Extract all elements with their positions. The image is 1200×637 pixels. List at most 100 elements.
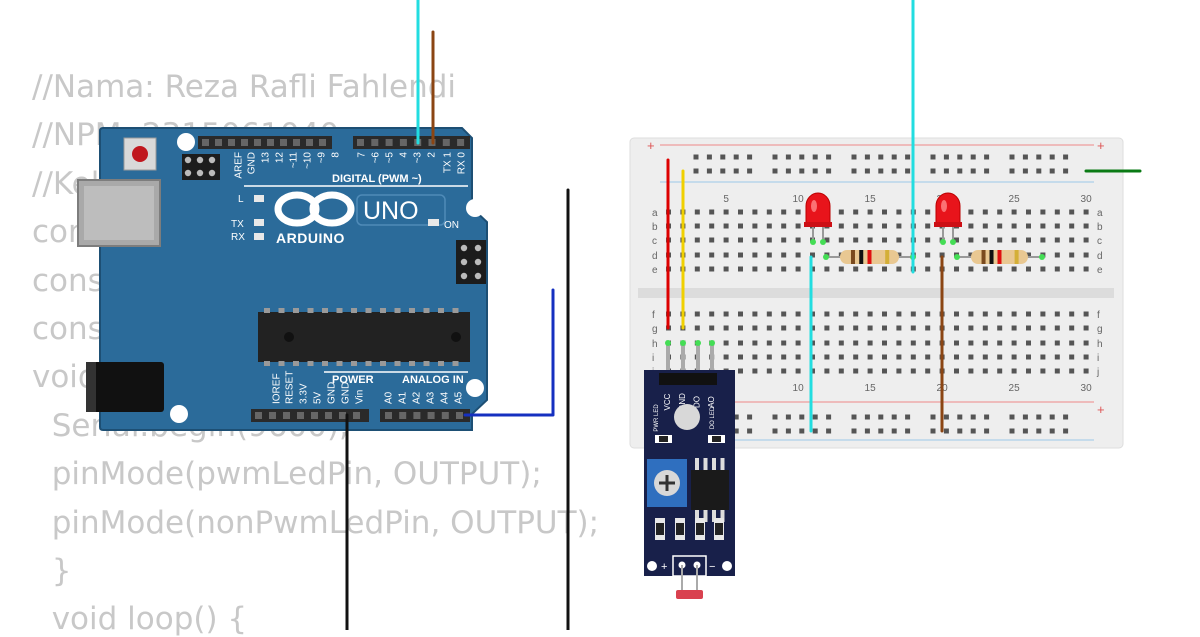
- terminal-hole: [954, 354, 959, 360]
- icsp-header-mcu: [456, 240, 486, 284]
- terminal-hole: [867, 354, 873, 360]
- header-pin: [280, 139, 287, 146]
- power-pin-label: IOREF: [272, 373, 283, 404]
- header-pin: [339, 412, 346, 419]
- row-letter: e: [1097, 265, 1103, 276]
- mounting-hole: [177, 133, 195, 151]
- column-number: 30: [1081, 194, 1093, 205]
- terminal-hole: [925, 209, 931, 215]
- chip-pin: [703, 458, 708, 470]
- terminal-hole: [925, 340, 931, 346]
- terminal-hole: [997, 368, 1003, 374]
- terminal-hole: [968, 237, 974, 243]
- resistor-pin-marker: [1039, 254, 1045, 260]
- terminal-hole: [1026, 237, 1031, 243]
- rail-hole: [1036, 414, 1042, 420]
- terminal-hole: [795, 266, 801, 272]
- terminal-hole: [781, 237, 787, 243]
- terminal-hole: [781, 209, 787, 215]
- terminal-hole: [910, 340, 916, 346]
- terminal-hole: [694, 209, 700, 215]
- terminal-hole: [882, 223, 887, 229]
- comparator-chip: [691, 470, 729, 510]
- terminal-hole: [723, 209, 729, 215]
- terminal-hole: [1083, 266, 1089, 272]
- terminal-hole: [1054, 266, 1060, 272]
- rail-hole: [812, 154, 818, 160]
- analog-pin-label: A1: [398, 391, 409, 404]
- smd-component-core: [659, 436, 668, 442]
- terminal-hole: [1026, 223, 1031, 229]
- chip-pin: [322, 308, 328, 313]
- header-pin: [269, 412, 276, 419]
- terminal-hole: [766, 266, 772, 272]
- terminal-hole: [738, 266, 743, 272]
- rail-hole: [970, 168, 976, 174]
- header-pin: [427, 412, 435, 419]
- module-pin-marker: [695, 340, 701, 346]
- terminal-hole: [910, 311, 916, 317]
- terminal-hole: [694, 325, 700, 331]
- terminal-hole: [853, 354, 859, 360]
- terminal-hole: [853, 223, 859, 229]
- terminal-hole: [766, 237, 772, 243]
- header-pin: [319, 139, 326, 146]
- terminal-hole: [824, 325, 830, 331]
- rail-hole: [747, 154, 753, 160]
- chip-pin: [365, 308, 372, 313]
- header-pin: [283, 412, 290, 419]
- module-pin-label: DO: [693, 396, 702, 408]
- terminal-hole: [723, 325, 729, 331]
- chip-pin: [336, 308, 343, 313]
- terminal-hole: [795, 209, 801, 215]
- terminal-hole: [896, 368, 902, 374]
- column-number: 25: [1009, 194, 1021, 205]
- resistor-band: [981, 250, 986, 264]
- terminal-hole: [968, 223, 974, 229]
- rail-hole: [772, 428, 778, 434]
- terminal-hole: [997, 237, 1003, 243]
- header-pin: [184, 156, 192, 164]
- ldr-plus-label: +: [661, 561, 667, 573]
- header-pin: [255, 412, 262, 419]
- rail-plus-label: +: [647, 138, 655, 153]
- led-l-label: L: [238, 194, 244, 205]
- chip-notch: [451, 332, 461, 342]
- terminal-hole: [867, 340, 873, 346]
- terminal-hole: [709, 237, 715, 243]
- ldr-minus-label: −: [709, 561, 715, 573]
- terminal-hole: [781, 368, 787, 374]
- rail-hole: [785, 428, 791, 434]
- terminal-hole: [1011, 325, 1017, 331]
- rail-hole: [984, 168, 990, 174]
- terminal-hole: [824, 354, 830, 360]
- terminal-hole: [968, 252, 974, 258]
- uno-badge: [356, 194, 446, 226]
- module-hole: [722, 561, 732, 571]
- terminal-hole: [824, 340, 830, 346]
- terminal-hole: [853, 237, 859, 243]
- rail-hole: [785, 414, 791, 420]
- terminal-hole: [896, 354, 902, 360]
- header-pin: [196, 156, 204, 164]
- chip-pin: [695, 458, 699, 470]
- rail-hole: [733, 428, 739, 434]
- chip-pin: [307, 308, 314, 313]
- chip-pin: [703, 510, 708, 522]
- rail-hole: [1009, 154, 1015, 160]
- module-pin-marker: [680, 340, 686, 346]
- terminal-hole: [997, 209, 1003, 215]
- terminal-hole: [709, 223, 715, 229]
- breadboard-center-channel: [638, 288, 1114, 298]
- header-pin: [196, 169, 204, 177]
- terminal-hole: [968, 209, 974, 215]
- digital-pin-label: 12: [275, 152, 286, 164]
- chip-pin: [452, 361, 459, 366]
- column-number: 5: [723, 194, 729, 205]
- terminal-hole: [1054, 223, 1060, 229]
- row-letter: a: [652, 208, 658, 219]
- rail-plus-label: +: [1097, 402, 1105, 417]
- terminal-hole: [1040, 340, 1046, 346]
